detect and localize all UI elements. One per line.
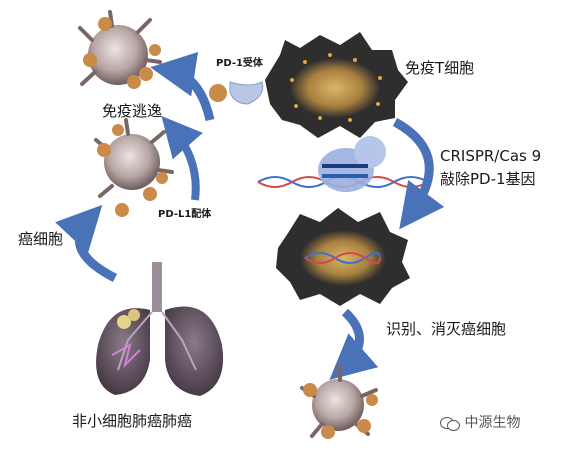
label-nsclc: 非小细胞肺癌肺癌 [72,412,193,430]
arrow-crispr [392,118,445,230]
label-recognize-destroy: 识别、消灭癌细胞 [386,320,507,338]
cancer-cell-escape [78,10,162,89]
edited-t-cell [276,208,410,306]
crispr-cas9-dna [257,136,429,192]
watermark: 中源生物 [440,412,520,432]
arrow-recognize [329,308,379,380]
cancer-cell-destroyed [300,364,378,439]
label-pd1-receptor: PD-1受体 [216,58,263,69]
pd1-receptor-shape [209,81,264,105]
label-crispr-line2: 敲除PD-1基因 [440,170,536,188]
wechat-icon [440,416,460,431]
watermark-text: 中源生物 [464,415,521,431]
lung-illustration [96,262,224,396]
label-pdl1-ligand: PD-L1配体 [158,209,212,220]
arrow-lung-to-cancer [55,204,118,283]
arrow-escape [150,51,215,122]
immune-t-cell [265,32,408,138]
cancer-cell-pdl1 [94,118,174,217]
label-cancer-cell: 癌细胞 [18,230,64,248]
label-crispr-line1: CRISPR/Cas 9 [440,147,542,165]
arrow-up-left [161,115,203,201]
label-immune-t-cell: 免疫T细胞 [405,59,475,77]
label-immune-escape: 免疫逃逸 [102,102,163,120]
